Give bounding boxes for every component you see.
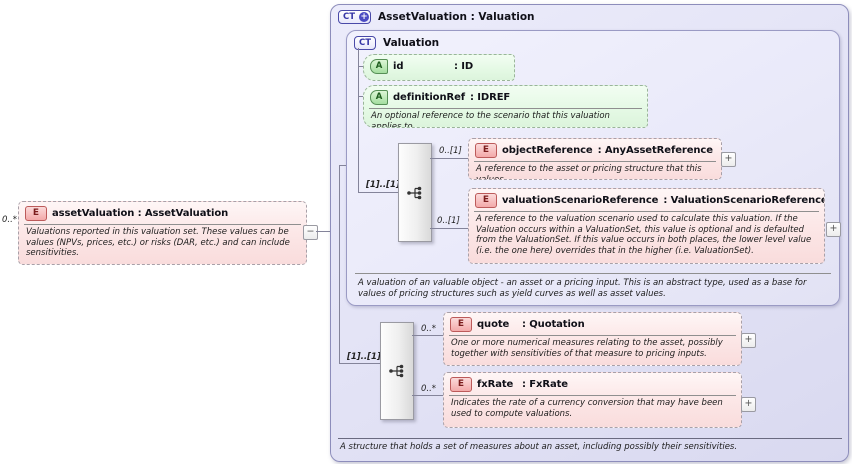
element-name: objectReference [502,145,593,156]
sequence-icon [407,186,422,199]
element-annotation: Indicates the rate of a currency convers… [451,398,723,419]
connector-line [412,335,443,336]
connector-line [358,48,359,193]
complextype-icon: CT [354,36,377,50]
divider [338,438,842,439]
collapse-toggle[interactable]: − [303,225,318,240]
divider [369,108,642,109]
attribute-type: : ID [454,61,474,72]
connector-line [430,158,468,159]
element-name: valuationScenarioReference [502,195,659,206]
connector-line [358,96,364,97]
attribute-definitionref[interactable]: A definitionRef : IDREF An optional refe… [363,85,648,128]
expand-toggle[interactable]: + [741,397,756,412]
extension-plus-icon: + [359,12,370,22]
element-annotation: Valuations reported in this valuation se… [26,227,290,259]
element-annotation: One or more numerical measures relating … [451,338,723,359]
element-objectreference[interactable]: E objectReference : AnyAssetReference A … [468,138,722,180]
element-icon: E [475,193,497,208]
sequence-group[interactable] [380,322,414,420]
divider [355,273,831,274]
complextype-title: AssetValuation : Valuation [378,11,535,23]
basetype-title: Valuation [383,37,440,49]
element-icon: E [475,143,497,158]
basetype-annotation: A valuation of an valuable object - an a… [358,278,807,299]
sequence-cardinality-label: [1]..[1] [366,180,400,190]
attribute-annotation: An optional reference to the scenario th… [371,111,610,128]
connector-line [316,231,340,232]
element-type: : ValuationScenarioReference [663,195,825,206]
attribute-name: definitionRef [393,92,465,103]
element-icon: E [450,377,472,392]
complextype-extension-icon: CT+ [338,10,372,24]
divider [474,161,716,162]
element-header: E assetValuation : AssetValuation [19,202,306,223]
sequence-icon [389,364,404,378]
cardinality-label: 0..* [421,324,437,334]
expand-toggle[interactable]: + [741,333,756,348]
element-name: fxRate [477,379,514,390]
expand-toggle[interactable]: + [826,222,841,237]
connector-line [412,395,443,396]
divider [24,224,301,225]
element-name: quote [477,319,510,330]
element-fxrate[interactable]: E fxRate : FxRate Indicates the rate of … [443,372,742,428]
element-assetvaluation[interactable]: E assetValuation : AssetValuation Valuat… [18,201,307,265]
attribute-id[interactable]: A id : ID [363,54,515,81]
connector-line [358,192,398,193]
cardinality-label: 0..* [421,384,437,394]
cardinality-label: 0..* [2,215,18,225]
element-type: : AnyAssetReference [597,145,713,156]
cardinality-label: 0..[1] [437,216,460,226]
divider [449,335,736,336]
connector-line [339,165,347,166]
element-type: : Quotation [522,319,585,330]
attribute-icon: A [370,59,388,74]
element-quote[interactable]: E quote : Quotation One or more numerica… [443,312,742,366]
sequence-cardinality-label: [1]..[1] [347,352,381,362]
element-annotation: A reference to the asset or pricing stru… [476,164,702,180]
element-icon: E [25,206,47,221]
element-icon: E [450,317,472,332]
divider [474,211,819,212]
element-valuationscenarioreference[interactable]: E valuationScenarioReference : Valuation… [468,188,825,264]
root-annotation: A structure that holds a set of measures… [340,442,738,452]
attribute-type: : IDREF [470,92,511,103]
element-annotation: A reference to the valuation scenario us… [476,214,812,256]
cardinality-label: 0..[1] [439,146,462,156]
connector-line [339,363,380,364]
attribute-name: id [393,61,404,72]
connector-line [358,66,364,67]
element-type: : FxRate [522,379,568,390]
connector-line [339,165,340,364]
expand-toggle[interactable]: + [721,152,736,167]
attribute-icon: A [370,90,388,105]
sequence-group[interactable] [398,143,432,242]
divider [449,395,736,396]
connector-line [430,228,468,229]
element-title: assetValuation : AssetValuation [52,208,229,219]
